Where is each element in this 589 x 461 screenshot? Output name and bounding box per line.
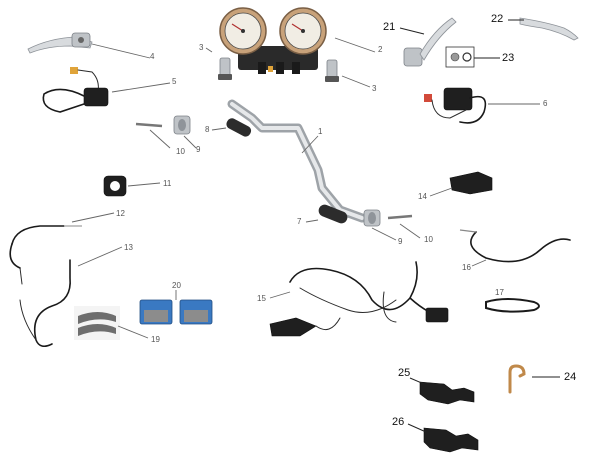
speedometer-cable — [459, 229, 571, 263]
brake-shoes — [74, 306, 120, 340]
brake-pads — [139, 299, 213, 325]
right-switch-assembly — [424, 87, 487, 124]
callout-4: 4 — [150, 52, 155, 61]
callout-23: 23 — [502, 52, 515, 64]
callout-9-right: 9 — [398, 237, 403, 246]
leader-16 — [471, 259, 487, 267]
clutch-cable — [19, 259, 71, 348]
callout-9-left: 9 — [196, 145, 201, 154]
leader-3a — [205, 47, 213, 53]
handlebar — [227, 99, 367, 223]
callout-3-right: 3 — [372, 84, 377, 93]
wire-harness — [269, 261, 449, 337]
cable-clamp-lower — [423, 427, 479, 453]
callout-16: 16 — [462, 263, 471, 272]
callout-15: 15 — [257, 294, 266, 303]
rear-brake-lever — [519, 17, 579, 41]
leader-9a — [183, 135, 197, 149]
bar-end-bolt-left — [135, 122, 163, 128]
cable-clamp-upper — [419, 381, 475, 405]
instrument-cluster — [219, 7, 327, 74]
gauge-bolt-right — [325, 59, 339, 82]
callout-2: 2 — [378, 45, 383, 54]
callout-14: 14 — [418, 192, 427, 201]
leader-1 — [301, 135, 319, 154]
bar-end-weight-right — [363, 209, 381, 227]
callout-10-right: 10 — [424, 235, 433, 244]
grip-right — [318, 204, 348, 224]
callout-5: 5 — [172, 77, 177, 86]
callout-7: 7 — [297, 217, 302, 226]
grip-left — [226, 118, 252, 137]
callout-13: 13 — [124, 243, 133, 252]
leader-10b — [399, 223, 421, 239]
callout-25: 25 — [398, 367, 411, 379]
leader-7 — [305, 219, 319, 223]
leader-13 — [77, 246, 123, 267]
leader-5 — [111, 82, 171, 93]
leader-12 — [71, 212, 115, 223]
callout-26: 26 — [392, 416, 405, 428]
cable-band — [485, 298, 540, 313]
callout-10-left: 10 — [176, 147, 185, 156]
callout-12: 12 — [116, 209, 125, 218]
leader-15 — [269, 291, 291, 299]
callout-6: 6 — [543, 99, 548, 108]
hook-bracket — [508, 364, 526, 394]
callout-17: 17 — [495, 288, 504, 297]
leader-10a — [149, 129, 171, 149]
callout-11: 11 — [163, 179, 172, 188]
callout-20: 20 — [172, 281, 181, 290]
leader-2 — [334, 37, 376, 53]
callout-21: 21 — [383, 21, 396, 33]
leader-8 — [211, 127, 227, 131]
leader-4 — [91, 43, 151, 59]
bar-end-weight-left — [173, 115, 191, 135]
callout-22: 22 — [491, 13, 504, 25]
washer-set — [445, 46, 475, 68]
throttle-grip-assembly — [449, 171, 493, 195]
clutch-lever-assembly — [27, 32, 93, 54]
leader-25 — [409, 377, 425, 385]
front-brake-lever — [403, 17, 457, 67]
leader-19 — [117, 325, 149, 339]
throttle-housing — [103, 175, 127, 197]
leader-3b — [341, 75, 371, 88]
callout-19: 19 — [151, 335, 160, 344]
leader-21 — [399, 27, 425, 35]
leader-9b — [371, 227, 397, 241]
callout-3-left: 3 — [199, 43, 204, 52]
callout-24: 24 — [564, 371, 577, 383]
leader-11 — [127, 182, 161, 187]
leader-26 — [407, 423, 427, 433]
throttle-cable — [9, 225, 82, 285]
left-switch-assembly — [42, 67, 109, 113]
callout-1: 1 — [318, 127, 323, 136]
callout-8: 8 — [205, 125, 210, 134]
leader-14 — [429, 187, 453, 197]
gauge-bolt-left — [218, 57, 232, 80]
bar-end-bolt-right — [387, 214, 413, 220]
